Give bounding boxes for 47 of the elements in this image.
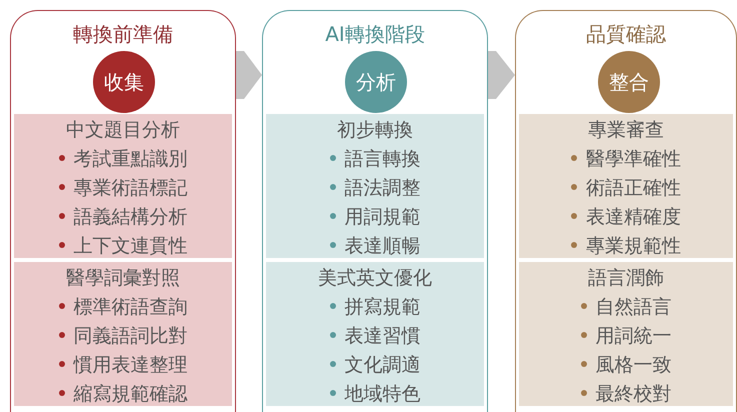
list-item: 自然語言	[596, 296, 672, 318]
chevron-arrow	[488, 51, 515, 99]
list-item: 地域特色	[344, 383, 420, 405]
section-heading: 中文題目分析	[65, 118, 181, 143]
list-item: 上下文連貫性	[74, 235, 188, 257]
stage-panel	[10, 10, 236, 412]
list-item: 風格一致	[596, 354, 672, 376]
list-item: 專業術語標記	[74, 177, 188, 199]
section-panel	[266, 114, 484, 258]
stage-circle: 分析	[345, 51, 407, 113]
stage-title: AI轉換階段	[324, 21, 426, 48]
section-heading: 初步轉換	[336, 118, 414, 143]
section-panel	[14, 114, 232, 258]
list-item: 表達習慣	[344, 325, 420, 347]
list-item: 用詞統一	[596, 325, 672, 347]
stage-title: 轉換前準備	[72, 21, 174, 48]
section-heading: 美式英文優化	[317, 266, 433, 291]
list-item: 最終校對	[596, 383, 672, 405]
list-item: 文化調適	[344, 354, 420, 376]
stage-panel	[262, 10, 488, 412]
list-item: 標準術語查詢	[74, 296, 188, 318]
list-item: 同義語詞比對	[74, 325, 188, 347]
section-heading: 醫學詞彙對照	[65, 266, 181, 291]
section-heading: 專業審查	[587, 118, 665, 143]
list-item: 表達精確度	[586, 206, 681, 228]
list-item: 慣用表達整理	[74, 354, 188, 376]
stage-title: 品質確認	[585, 21, 667, 48]
section-panel	[14, 262, 232, 406]
stage-circle: 整合	[598, 51, 660, 113]
chevron-arrow	[236, 51, 262, 99]
list-item: 表達順暢	[344, 235, 420, 257]
list-item: 拼寫規範	[344, 296, 420, 318]
list-item: 語義結構分析	[74, 206, 188, 228]
list-item: 醫學準確性	[586, 148, 681, 170]
list-item: 術語正確性	[586, 177, 681, 199]
section-heading: 語言潤飾	[587, 266, 665, 291]
list-item: 語言轉換	[344, 148, 420, 170]
stage-circle: 收集	[93, 51, 155, 113]
stage-panel	[515, 10, 737, 412]
list-item: 縮寫規範確認	[74, 383, 188, 405]
section-panel	[266, 262, 484, 406]
list-item: 語法調整	[344, 177, 420, 199]
section-panel	[519, 114, 733, 258]
section-panel	[519, 262, 733, 406]
list-item: 用詞規範	[344, 206, 420, 228]
list-item: 考試重點識別	[74, 148, 188, 170]
list-item: 專業規範性	[586, 235, 681, 257]
